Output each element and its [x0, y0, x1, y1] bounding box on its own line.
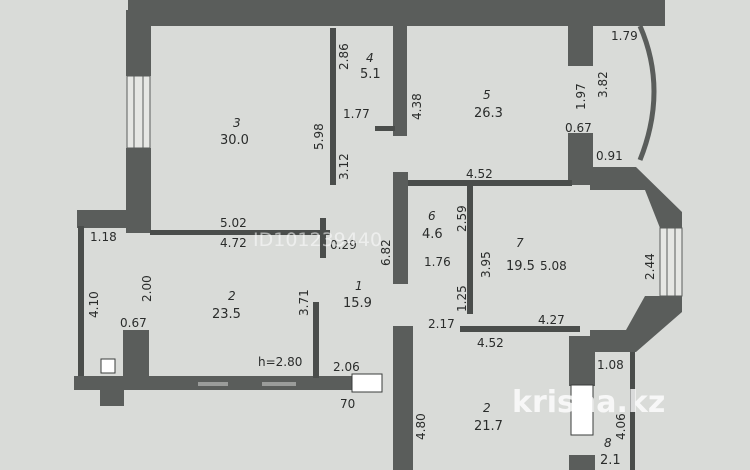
wall-mid-stub — [568, 133, 593, 185]
room-1-number: 1 — [355, 279, 363, 293]
wall-balcony-right — [630, 352, 635, 470]
balcony-arc — [637, 24, 657, 161]
room-labels: 3 30.0 4 5.1 5 26.3 6 4.6 7 19.5 1 15.9 … — [212, 51, 621, 468]
room-5-number: 5 — [483, 88, 491, 102]
wall-left-upper — [126, 10, 151, 76]
wall-corridor-top — [407, 180, 572, 186]
door-marker — [351, 373, 383, 393]
door-width: 70 — [340, 397, 355, 411]
room-4-area: 5.1 — [360, 67, 381, 82]
dim-label: 2.44 — [643, 253, 657, 280]
dim-label: 1.97 — [574, 83, 588, 110]
dim-label: 2.06 — [333, 360, 360, 374]
wall-bay-lower — [590, 296, 682, 352]
dim-label: 1.77 — [343, 107, 370, 121]
dim-label: 4.52 — [466, 167, 493, 181]
wall-room6-right — [467, 186, 473, 314]
dim-label: 5.98 — [312, 123, 326, 150]
fixture-right — [570, 384, 594, 436]
room-8-number: 8 — [604, 436, 612, 450]
dim-label: 1.25 — [455, 285, 469, 312]
wall-bottom-right-block — [569, 336, 595, 386]
wall-corridor-bottom — [393, 326, 413, 470]
dim-label: 2.17 — [428, 317, 455, 331]
dim-label: 4.72 — [220, 236, 247, 250]
dim-label: 4.10 — [87, 291, 101, 318]
room-4-number: 4 — [366, 51, 374, 65]
dim-label: 5.02 — [220, 216, 247, 230]
wall-corner-bottom — [100, 386, 124, 406]
room-2b-number: 2 — [483, 401, 491, 415]
dim-label: 3.82 — [596, 71, 610, 98]
room-5-area: 26.3 — [474, 106, 503, 121]
dim-label: 1.79 — [611, 29, 638, 43]
room-6-area: 4.6 — [422, 227, 443, 242]
wall-balcony-top — [77, 210, 128, 228]
room-3-area: 30.0 — [220, 133, 249, 148]
wall-bottom-right-stub — [569, 455, 595, 470]
dim-label: 5.08 — [540, 259, 567, 273]
room-7-number: 7 — [516, 236, 524, 250]
window-left — [126, 75, 151, 149]
dim-label: 0.29 — [330, 238, 357, 252]
room-6-number: 6 — [428, 209, 436, 223]
dim-label: 3.95 — [479, 251, 493, 278]
dimension-labels: 1.79 2.86 1.77 5.98 3.12 4.38 1.97 3.82 … — [87, 29, 657, 440]
wall-stub-left — [123, 330, 149, 378]
dim-label: 2.00 — [140, 275, 154, 302]
room-7-area: 19.5 — [506, 259, 535, 274]
dim-label: 4.27 — [538, 313, 565, 327]
dim-label: 1.18 — [90, 230, 117, 244]
room-2b-area: 21.7 — [474, 419, 503, 434]
site-logo: krisha.kz — [512, 385, 665, 420]
fixture-box — [100, 358, 116, 374]
ceiling-height: h=2.80 — [258, 355, 302, 369]
dim-label: 6.82 — [379, 239, 393, 266]
wall-top — [128, 0, 665, 26]
dim-label: 3.12 — [337, 153, 351, 180]
wall-balcony-left — [78, 226, 84, 376]
dim-label: 4.80 — [414, 413, 428, 440]
room-3-number: 3 — [233, 116, 241, 130]
wall-room4-right — [393, 24, 407, 136]
wall-partition-4 — [330, 28, 336, 185]
watermark-id: ID101239440 — [253, 229, 382, 251]
wall-room1-small — [320, 218, 326, 258]
wall-room6 — [393, 172, 408, 284]
dim-label: 1.76 — [424, 255, 451, 269]
dim-label: 1.08 — [597, 358, 624, 372]
room-2-area: 23.5 — [212, 307, 241, 322]
wall-room4-stub — [375, 126, 395, 131]
wall-left-lower — [126, 148, 151, 233]
dim-label: 0.67 — [565, 121, 592, 135]
wall-bay-window — [590, 167, 682, 228]
wall-room7-bottom — [460, 326, 580, 332]
dim-label: 2.59 — [455, 205, 469, 232]
room-8-area: 2.1 — [600, 453, 621, 468]
dim-label: 4.38 — [410, 93, 424, 120]
walls — [74, 0, 683, 470]
room-2-number: 2 — [228, 289, 236, 303]
wall-pillar-right — [568, 24, 593, 66]
wall-room3-bottom — [150, 230, 330, 235]
dim-label: 4.52 — [477, 336, 504, 350]
dim-label: 3.71 — [297, 289, 311, 316]
dim-label: 0.67 — [120, 316, 147, 330]
room-1-area: 15.9 — [343, 296, 372, 311]
dim-label: 4.06 — [614, 413, 628, 440]
dim-label: 0.91 — [596, 149, 623, 163]
wall-room2-right — [313, 302, 319, 378]
window-right — [659, 227, 683, 297]
dim-label: 2.86 — [337, 43, 351, 70]
